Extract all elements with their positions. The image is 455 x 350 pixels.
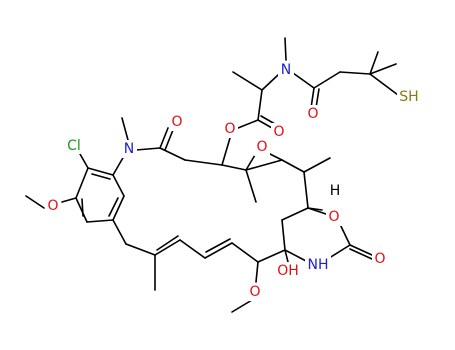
bond xyxy=(231,242,259,263)
aryl-nitrogen-label: N xyxy=(124,141,134,157)
bond xyxy=(86,219,114,223)
hydroxyl-label: OH xyxy=(277,263,299,279)
bond xyxy=(121,117,129,141)
bond xyxy=(135,147,161,151)
bond xyxy=(125,243,156,256)
bond xyxy=(369,73,399,96)
thiol-label: SH xyxy=(399,89,418,105)
ester-carbonyl-oxygen-label: O xyxy=(273,124,284,140)
bond xyxy=(108,197,119,217)
bond xyxy=(369,63,397,75)
bond xyxy=(221,164,247,171)
bond xyxy=(159,147,186,161)
bond xyxy=(292,72,315,89)
carbamate-carbonyl-oxygen-label: O xyxy=(374,251,385,267)
bond xyxy=(307,207,327,215)
bond xyxy=(75,167,89,199)
bond xyxy=(112,219,127,245)
bond xyxy=(315,88,320,109)
bond xyxy=(75,197,88,223)
bond xyxy=(281,219,286,251)
bond xyxy=(281,159,305,173)
bond xyxy=(245,154,256,171)
bond xyxy=(156,235,179,251)
bond xyxy=(349,244,373,256)
amide-carbonyl-oxygen-label: O xyxy=(307,106,318,122)
bond xyxy=(112,195,125,221)
bond xyxy=(260,115,276,125)
bond xyxy=(245,169,257,203)
aryl-methoxy-oxygen-label: O xyxy=(47,198,58,214)
ring-oxygen-label: O xyxy=(328,209,339,225)
epoxide-oxygen-label: O xyxy=(256,139,267,155)
bond xyxy=(81,198,84,217)
bond xyxy=(257,119,273,129)
bond xyxy=(255,261,259,283)
ester-oxygen-label: O xyxy=(224,121,235,137)
carbamate-nh-label: NH xyxy=(308,257,329,273)
bond xyxy=(204,242,233,259)
bond xyxy=(349,248,373,260)
bond xyxy=(112,155,125,176)
bond xyxy=(369,51,379,75)
bond xyxy=(179,239,206,259)
bond xyxy=(25,195,45,209)
amide-nitrogen-label: N xyxy=(281,62,291,78)
bond xyxy=(112,174,125,197)
bond xyxy=(261,74,279,91)
bond xyxy=(154,239,181,256)
bond xyxy=(245,159,283,171)
bond xyxy=(281,207,309,221)
atom-labels: Cl N O O O O N O SH O O O NH OH O H xyxy=(45,61,421,301)
bond xyxy=(205,238,231,253)
chlorine-label: Cl xyxy=(67,138,81,154)
bond xyxy=(79,153,89,169)
bond xyxy=(232,71,263,91)
bond xyxy=(164,129,174,151)
bond xyxy=(257,89,263,121)
bond xyxy=(303,157,331,173)
bond xyxy=(257,249,286,263)
bond xyxy=(237,119,259,129)
bond xyxy=(303,171,309,209)
bond xyxy=(284,37,287,61)
bond xyxy=(284,249,289,263)
side-methoxy-oxygen-label: O xyxy=(249,284,260,300)
bond xyxy=(284,249,309,263)
bond xyxy=(339,71,371,75)
bond xyxy=(91,173,111,180)
lactam-carbonyl-oxygen-label: O xyxy=(171,114,182,130)
bond xyxy=(221,137,231,166)
bond-network xyxy=(25,37,399,313)
bond xyxy=(310,87,315,109)
bond xyxy=(159,127,169,149)
bond xyxy=(231,299,253,313)
bond xyxy=(61,197,77,203)
bond xyxy=(184,159,223,166)
stereo-hydrogen-label: H xyxy=(330,183,341,199)
bond xyxy=(87,167,114,176)
bond xyxy=(313,71,341,89)
